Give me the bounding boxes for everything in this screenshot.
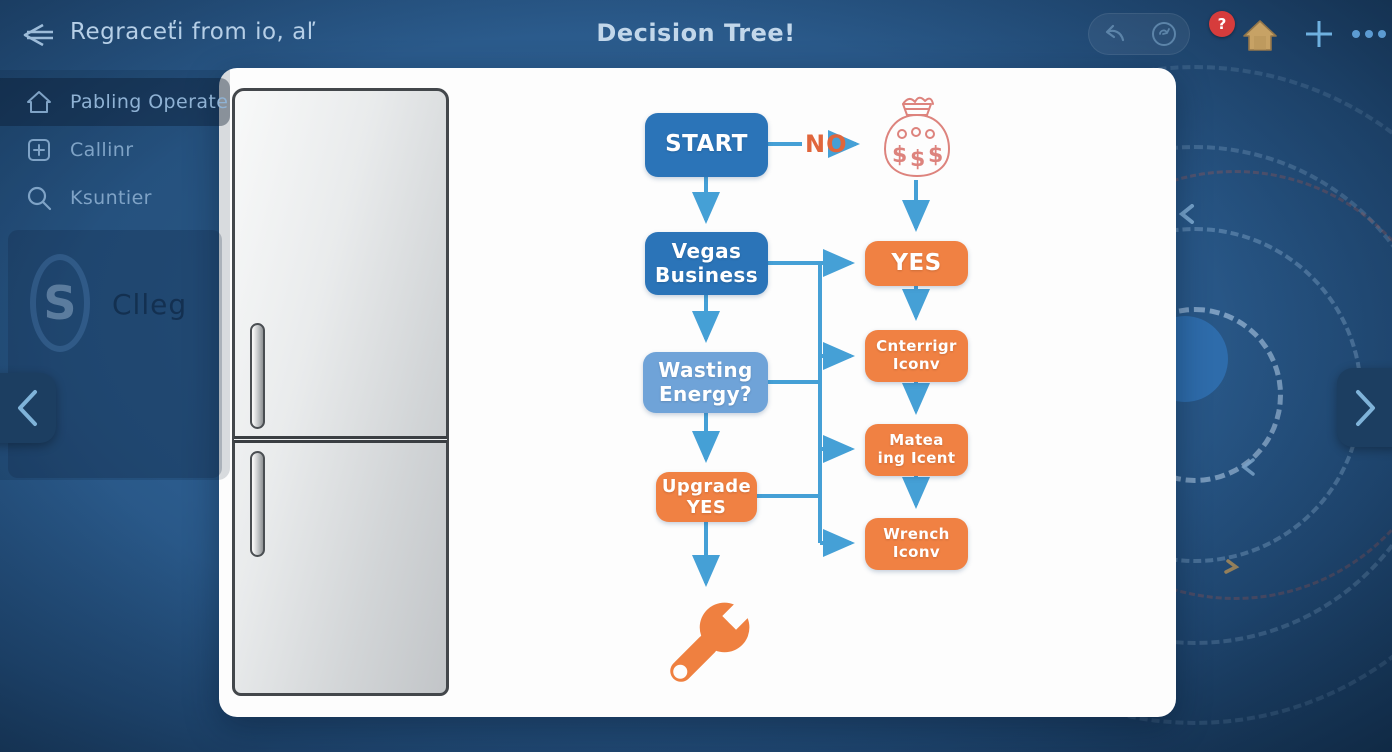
undo-button[interactable] [1099,19,1129,49]
fridge-handle-bottom [250,451,265,557]
decorative-arrow-icon [1178,204,1194,224]
sidebar-item-label: Ksuntier [70,187,152,209]
chevron-left-icon [18,390,37,426]
help-badge[interactable]: ? [1209,11,1235,37]
sidebar: Pabling Operate Callinr Ksuntier S Clleg [0,70,230,480]
svg-text:$: $ [892,143,907,168]
back-arrow-icon [23,23,53,47]
undo-arrow-icon [1105,24,1125,42]
ellipsis-icon [1352,30,1360,38]
fridge-handle-top [250,323,265,429]
ellipsis-icon [1378,30,1386,38]
redo-button[interactable] [1149,19,1179,49]
plus-icon [1306,21,1332,47]
svg-text:$: $ [928,143,943,168]
sidebar-item-pabling-operate[interactable]: Pabling Operate [0,78,230,126]
flow-node-upgrade-yes[interactable]: Upgrade YES [656,472,757,522]
previous-slide-button[interactable] [0,373,56,443]
workspace-name: Clleg [112,288,188,321]
slide-canvas: START NO $$$ Vegas Business YES Wasting … [219,68,1176,717]
sidebar-item-label: Callinr [70,139,134,161]
next-slide-button[interactable] [1337,368,1392,447]
home-button[interactable] [1242,17,1278,53]
redo-circle-icon [1152,22,1176,46]
flow-node-wasting-energy[interactable]: Wasting Energy? [643,352,768,413]
history-toolbar [1088,13,1190,55]
wrench-icon[interactable] [653,591,761,699]
add-button[interactable] [1301,16,1337,52]
flow-node-yes[interactable]: YES [865,241,968,286]
sidebar-item-label: Pabling Operate [70,91,229,113]
sidebar-item-ksuntier[interactable]: Ksuntier [0,174,230,222]
breadcrumb: Regraceťi from io, aľ [70,19,316,45]
search-icon [26,185,52,211]
home-icon [1243,20,1277,51]
back-button[interactable] [14,16,60,54]
chevron-right-icon [1356,389,1375,426]
decorative-arrow-icon [1241,458,1255,476]
more-options-button[interactable] [1348,16,1390,52]
flow-node-vegas-business[interactable]: Vegas Business [645,232,768,295]
svg-text:$: $ [910,147,925,172]
sidebar-item-callinr[interactable]: Callinr [0,126,230,174]
fridge-door-divider [234,436,447,443]
flow-node-start[interactable]: START [645,113,768,177]
logo-badge: S [30,254,90,352]
money-bag-icon[interactable]: $$$ [876,92,958,182]
plus-square-icon [26,137,52,163]
edge-label-no: NO [805,130,848,158]
refrigerator-image [232,88,449,696]
ellipsis-icon [1365,30,1373,38]
flow-node-branch-bottom[interactable]: Wrench Iconv [865,518,968,570]
decorative-arrow-icon [1224,559,1240,574]
home-icon [26,89,52,115]
top-bar: Regraceťi from io, aľ Decision Tree! ? [0,0,1392,68]
flow-node-branch-mid[interactable]: Matea ing Icent [865,424,968,476]
flow-node-branch-top[interactable]: Cnterrigr Iconv [865,330,968,382]
logo-letter: S [43,276,77,330]
